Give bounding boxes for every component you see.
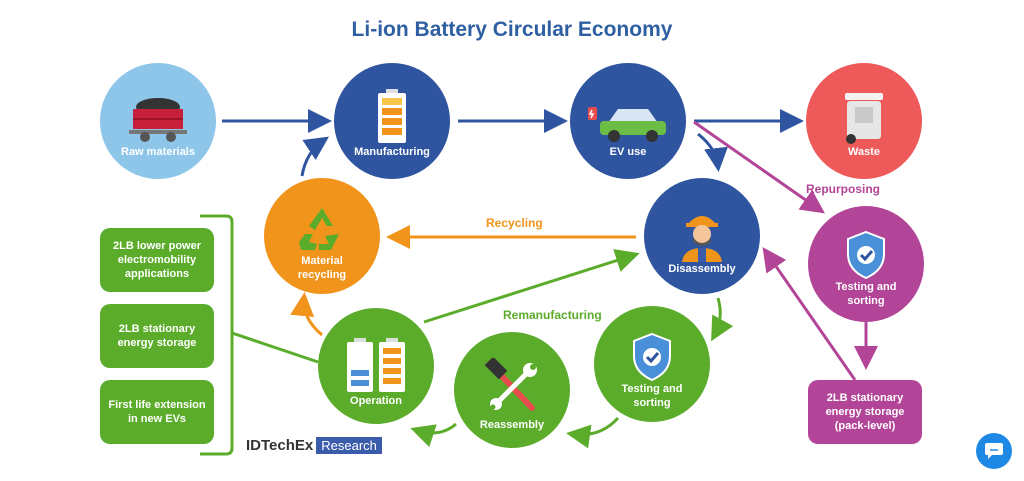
arrow-disassembly-to-testing	[711, 297, 734, 342]
ev-car-icon	[588, 101, 668, 145]
applications-bracket	[200, 214, 234, 456]
application-box-2: 2LB stationary energy storage	[100, 304, 214, 368]
arrow-recycling-to-manufacturing	[300, 136, 329, 177]
hammer-wrench-icon	[482, 358, 542, 418]
shield-check-icon	[844, 230, 888, 280]
chat-icon	[985, 443, 1003, 459]
label-material-recycling: Material recycling	[297, 255, 347, 281]
label-testing-sorting-center: Testing and sorting	[621, 383, 683, 409]
label-operation: Operation	[350, 395, 402, 407]
diagram-title: Li-ion Battery Circular Economy	[351, 18, 673, 41]
application-box-3: First life extension in new EVs	[100, 380, 214, 444]
node-testing-sorting-center: Testing and sorting	[594, 306, 710, 422]
arrow-ev-to-disassembly	[697, 132, 728, 172]
chat-button[interactable]	[976, 433, 1012, 469]
arrow-reassembly-to-operation	[410, 422, 457, 448]
edge-label-recycling: Recycling	[486, 216, 543, 230]
edge-label-repurposing: Repurposing	[806, 182, 880, 196]
label-testing-sorting-right: Testing and sorting	[835, 281, 897, 307]
label-raw-materials: Raw materials	[121, 146, 195, 158]
node-disassembly: Disassembly	[644, 178, 760, 294]
arrow-testing-to-reassembly	[566, 416, 620, 449]
battery-pair-icon	[347, 338, 405, 394]
arrow-operation-to-disassembly	[423, 249, 640, 324]
worker-icon	[674, 206, 730, 262]
brand-logo: IDTechEx Research	[246, 437, 382, 454]
node-ev-use: EV use	[570, 63, 686, 179]
label-waste: Waste	[848, 146, 880, 158]
label-reassembly: Reassembly	[479, 419, 545, 431]
label-ev-use: EV use	[609, 146, 647, 158]
brand-tag: Research	[316, 437, 382, 454]
mine-cart-icon	[127, 97, 189, 145]
arrow-operation-to-recycling	[290, 292, 323, 337]
arrow-pack-to-disassembly	[762, 247, 857, 381]
application-box-1: 2LB lower power electromobility applicat…	[100, 228, 214, 292]
node-operation: Operation	[318, 308, 434, 424]
bracket-to-operation	[231, 331, 319, 364]
recycle-icon	[295, 204, 349, 254]
pack-level-box: 2LB stationary energy storage (pack-leve…	[808, 380, 922, 444]
node-manufacturing: Manufacturing	[334, 63, 450, 179]
label-manufacturing: Manufacturing	[354, 146, 430, 158]
edge-label-remanufacturing: Remanufacturing	[503, 308, 602, 322]
node-raw-materials: Raw materials	[100, 63, 216, 179]
node-testing-sorting-right: Testing and sorting	[808, 206, 924, 322]
arrow-ev-to-testing-right	[693, 120, 825, 214]
shield-check-icon	[630, 332, 674, 382]
node-reassembly: Reassembly	[454, 332, 570, 448]
node-material-recycling: Material recycling	[264, 178, 380, 294]
brand-name: IDTechEx	[246, 437, 314, 454]
trash-bin-icon	[841, 91, 887, 145]
node-waste: Waste	[806, 63, 922, 179]
battery-icon	[377, 89, 407, 145]
label-disassembly: Disassembly	[668, 263, 736, 275]
